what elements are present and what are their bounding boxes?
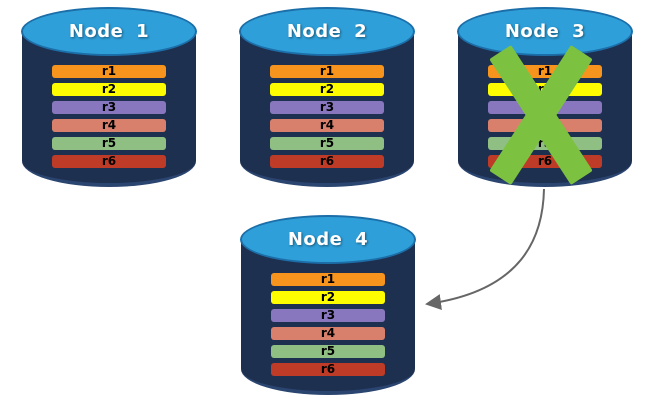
- failure-x-icon: [489, 45, 593, 185]
- partition-bar: r1: [270, 65, 384, 78]
- partition-bar: r6: [271, 363, 385, 376]
- partition-bar: r3: [52, 101, 166, 114]
- partition-bar: r2: [270, 83, 384, 96]
- partition-bar: r5: [271, 345, 385, 358]
- partition-bar: r2: [52, 83, 166, 96]
- partition-list: r1 r2 r3 r4 r5 r6: [52, 65, 166, 168]
- arrow-path: [425, 188, 545, 311]
- cylinder-top: Node 1: [21, 7, 197, 56]
- node-label: Node 2: [286, 21, 368, 42]
- partition-list: r1 r2 r3 r4 r5 r6: [271, 273, 385, 376]
- partition-bar: r4: [271, 327, 385, 340]
- node-2-cylinder: Node 2 r1 r2 r3 r4 r5 r6: [239, 7, 415, 187]
- partition-list: r1 r2 r3 r4 r5 r6: [270, 65, 384, 168]
- partition-bar: r3: [271, 309, 385, 322]
- node-3-cylinder: Node 3 r1 r2 r3 r4 r5 r6: [457, 7, 633, 187]
- partition-bar: r4: [52, 119, 166, 132]
- partition-bar: r6: [270, 155, 384, 168]
- cylinder-top: Node 3: [457, 7, 633, 56]
- node-1-cylinder: Node 1 r1 r2 r3 r4 r5 r6: [21, 7, 197, 187]
- partition-bar: r5: [52, 137, 166, 150]
- node-label: Node 4: [287, 229, 369, 250]
- cylinder-top: Node 4: [240, 215, 416, 264]
- node-4-cylinder: Node 4 r1 r2 r3 r4 r5 r6: [240, 215, 416, 395]
- partition-bar: r2: [271, 291, 385, 304]
- cylinder-top: Node 2: [239, 7, 415, 56]
- node-label: Node 3: [504, 21, 586, 42]
- partition-bar: r4: [270, 119, 384, 132]
- partition-bar: r3: [270, 101, 384, 114]
- partition-bar: r1: [271, 273, 385, 286]
- partition-bar: r6: [52, 155, 166, 168]
- node-label: Node 1: [68, 21, 150, 42]
- partition-bar: r5: [270, 137, 384, 150]
- partition-bar: r1: [52, 65, 166, 78]
